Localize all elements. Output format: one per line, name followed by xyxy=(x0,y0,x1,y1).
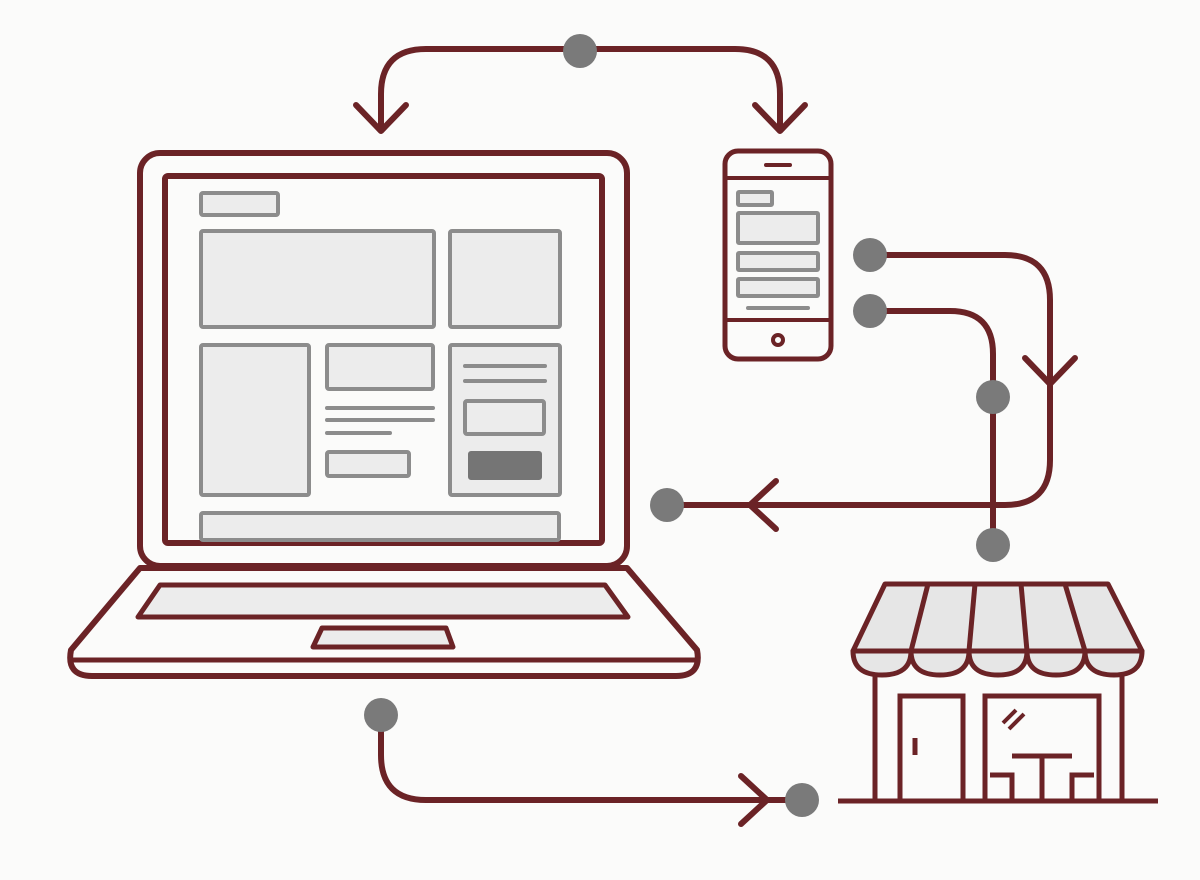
connection-node-icon xyxy=(976,528,1010,562)
screen-logo-bar xyxy=(199,191,280,217)
laptop-keyboard xyxy=(135,582,631,620)
arrowhead-icon xyxy=(747,478,779,532)
phone-home-button xyxy=(771,333,785,347)
laptop-screen xyxy=(162,173,605,546)
storefront-icon xyxy=(838,581,1158,804)
laptop-screen-content xyxy=(199,191,562,542)
store-awning-scallops xyxy=(850,648,1145,678)
store-chair-right xyxy=(1069,772,1094,801)
arrowhead-icon xyxy=(738,773,770,827)
arrowhead-icon xyxy=(1022,355,1078,387)
store-door xyxy=(897,693,966,804)
laptop-trackpad xyxy=(310,625,456,650)
phone-list-item xyxy=(736,251,820,272)
store-window-glare xyxy=(1001,708,1018,725)
connector-laptop-to-store xyxy=(378,712,803,803)
screen-hero-banner xyxy=(199,229,436,329)
arrowhead-icon xyxy=(752,102,808,134)
laptop-base xyxy=(67,565,701,679)
connection-node-icon xyxy=(650,488,684,522)
phone-body xyxy=(722,148,834,362)
connection-node-icon xyxy=(563,34,597,68)
screen-card-header xyxy=(325,343,435,391)
connector-phone-to-store xyxy=(867,308,996,548)
store-chair-left xyxy=(990,772,1015,801)
connectors xyxy=(353,34,1078,827)
store-awning-stripe xyxy=(1062,583,1088,652)
arrowhead-icon xyxy=(353,102,409,134)
store-window-glare xyxy=(1007,712,1026,731)
connection-node-icon xyxy=(853,238,887,272)
laptop-icon xyxy=(67,150,701,679)
screen-input-box xyxy=(463,399,546,436)
store-awning-top xyxy=(850,581,1145,654)
connection-node-icon xyxy=(364,698,398,732)
screen-footer-bar xyxy=(199,511,561,542)
store-awning-stripe xyxy=(908,583,931,652)
store-awning-stripe xyxy=(966,583,978,652)
screen-side-banner xyxy=(448,229,562,329)
screen-image-block xyxy=(199,343,311,497)
screen-dark-button xyxy=(468,451,542,480)
smartphone-icon xyxy=(722,148,834,362)
phone-list-item xyxy=(736,277,820,298)
phone-content-block xyxy=(736,211,820,245)
phone-logo-bar xyxy=(736,190,774,207)
connection-node-icon xyxy=(785,783,819,817)
store-awning-stripe xyxy=(1018,583,1030,652)
connection-node-icon xyxy=(976,380,1010,414)
screen-small-button xyxy=(325,450,411,478)
connection-node-icon xyxy=(853,294,887,328)
